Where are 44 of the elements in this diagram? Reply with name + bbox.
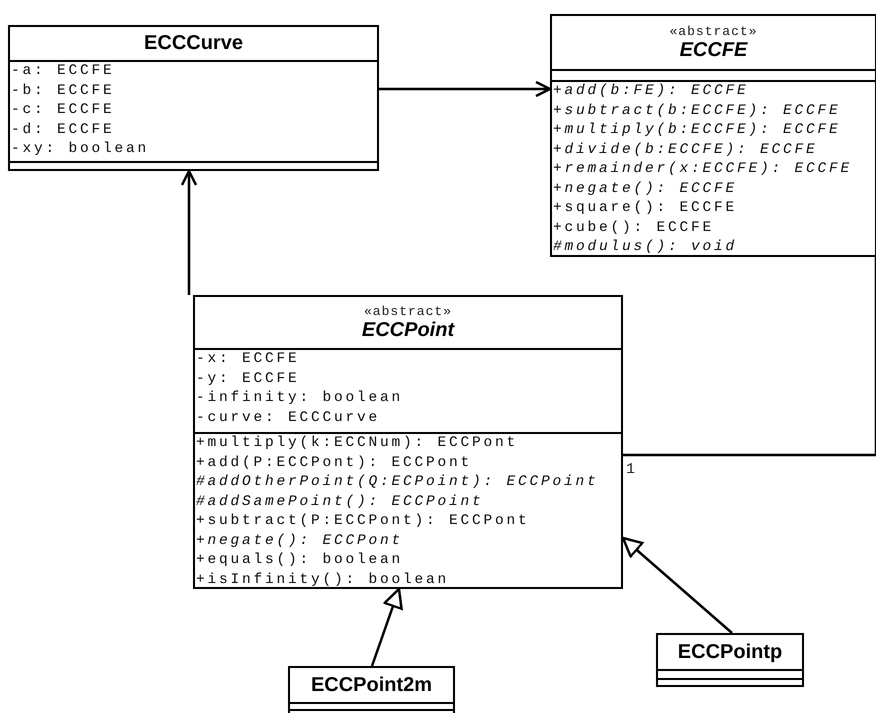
member-text: +multiply(b:ECCFE): ECCFE [552,121,841,140]
member-text: +add(P:ECCPont): ECCPont [195,454,472,472]
member-text: +multiply(k:ECCNum): ECCPont [195,434,518,453]
member-text: +subtract(P:ECCPont): ECCPont [195,512,530,531]
member-text: +subtract(b:ECCFE): ECCFE [552,102,841,120]
member-compartment [195,432,621,589]
class-box [193,295,623,589]
association-line [623,257,876,456]
class-name: ECCPoint [362,318,454,342]
member-text: -xy: boolean [10,140,150,159]
member-text: +square(): ECCFE [552,199,738,218]
member-text: +isInfinity(): boolean [195,570,450,590]
member-text: #modulus(): void [552,238,738,257]
stereotype-label: «abstract» [669,24,758,38]
member-text: +add(b:FE): ECCFE [552,82,749,101]
member-text: +equals(): boolean [195,551,404,570]
stereotype-label: «abstract» [364,304,452,318]
member-text: -curve: ECCCurve [195,408,380,428]
member-text: +remainder(x:ECCFE): ECCFE [552,160,852,179]
member-text: -infinity: boolean [195,389,404,408]
member-text: -c: ECCFE [10,101,115,120]
class-name: ECCCurve [144,32,243,55]
class-box [8,25,379,171]
member-text: +negate(): ECCFE [552,180,738,198]
association-arrow [180,170,198,295]
member-text: +negate(): ECCPont [195,532,404,550]
member-text: -x: ECCFE [195,350,300,369]
class-name: ECCPointp [678,640,782,664]
class-box [656,633,804,687]
member-text: #addSamePoint(): ECCPoint [195,492,484,512]
member-text: +cube(): ECCFE [552,218,714,238]
member-text: -d: ECCFE [10,120,115,140]
member-text: -y: ECCFE [195,370,300,388]
member-text: -b: ECCFE [10,82,115,100]
member-text: -a: ECCFE [10,62,115,81]
class-name: ECCFE [680,38,748,62]
member-text: +divide(b:ECCFE): ECCFE [552,140,818,160]
class-box [550,14,876,257]
generalization-arrow [622,536,733,634]
association-arrow [379,80,552,98]
generalization-arrow [370,588,403,666]
member-text: #addOtherPoint(Q:ECPoint): ECCPoint [195,473,599,492]
class-box [288,666,455,713]
class-name: ECCPoint2m [310,674,432,696]
